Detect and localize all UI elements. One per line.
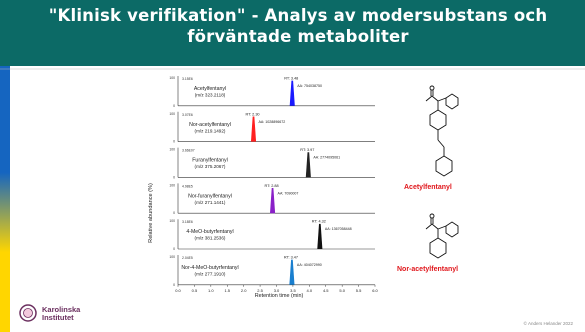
- chromatogram-peak: [270, 188, 276, 214]
- y-tick-0: 0: [173, 140, 175, 144]
- peak-area-label: AA: 754038750: [297, 84, 322, 88]
- acetylfentanyl-structure: [425, 85, 459, 177]
- y-tick-0: 0: [173, 247, 175, 251]
- panel-scale: 3.66E07: [182, 149, 195, 153]
- x-tick-label: 4.5: [323, 288, 329, 293]
- panel-scale: 3.18E6: [182, 220, 193, 224]
- y-tick-0: 0: [173, 283, 175, 287]
- phenethyl-ring: [435, 155, 453, 177]
- x-tick-label: 5.5: [356, 288, 362, 293]
- phenyl-ring: [445, 221, 459, 238]
- y-tick-100: 100: [169, 255, 175, 259]
- peak-rt-label: RT: 2.30: [245, 112, 259, 116]
- compound-mz: (m/z 323.2118): [195, 93, 226, 98]
- nor-acetylfentanyl-label: Nor-acetylfentanyl: [397, 266, 459, 273]
- compound-mz: (m/z 381.2536): [195, 236, 226, 241]
- peak-area-label: AA: 1367058448: [325, 227, 352, 231]
- compound-name: 4-MeO-butyrfentanyl: [186, 229, 233, 235]
- x-tick-label: 2.0: [241, 288, 247, 293]
- x-axis-label: Retention time (min): [255, 293, 304, 299]
- panel-scale: 3.07E6: [182, 113, 193, 117]
- y-tick-100: 100: [169, 219, 175, 223]
- peak-rt-label: RT: 3.47: [284, 256, 298, 260]
- x-tick-label: 2.5: [257, 288, 263, 293]
- phenyl-ring: [445, 93, 459, 110]
- compound-name: Nor-furanylfentanyl: [188, 193, 232, 199]
- logo-line-1: Karolinska: [42, 305, 81, 314]
- peak-rt-label: RT: 2.88: [265, 184, 279, 188]
- logo-line-2: Institutet: [42, 312, 74, 322]
- compound-mz: (m/z 219.1492): [195, 128, 226, 133]
- y-tick-0: 0: [173, 175, 175, 179]
- compound-name: Acetylfentanyl: [194, 86, 226, 92]
- x-tick-label: 4.0: [307, 288, 313, 293]
- chromatogram-peak: [250, 116, 257, 142]
- peak-rt-label: RT: 3.97: [300, 148, 314, 152]
- compound-name: Nor-acetylfentanyl: [189, 122, 231, 128]
- nor-acetylfentanyl-structure: [425, 213, 459, 259]
- logo-seal-icon: [19, 304, 37, 322]
- piperidine-ring: [429, 109, 447, 131]
- slide-title: "Klinisk verifikation" - Analys av moder…: [48, 6, 548, 46]
- chromatogram-peak: [289, 259, 295, 285]
- peak-rt-label: RT: 4.32: [312, 220, 326, 224]
- y-axis-label: Relative abundance (%): [148, 183, 154, 243]
- y-tick-100: 100: [169, 76, 175, 80]
- x-tick-label: 1.0: [208, 288, 214, 293]
- x-tick-label: 1.5: [224, 288, 230, 293]
- y-tick-100: 100: [169, 148, 175, 152]
- piperidine-ring: [429, 237, 447, 259]
- acetylfentanyl-label: Acetylfentanyl: [404, 184, 452, 191]
- oxygen-atom: [429, 85, 435, 91]
- left-accent-stripe: [0, 66, 10, 332]
- x-tick-label: 3.5: [290, 288, 296, 293]
- panel-scale: 3.15E6: [182, 77, 193, 81]
- x-tick-label: 3.0: [274, 288, 280, 293]
- copyright-footer: © Anders Helander 2022: [523, 321, 573, 326]
- y-tick-100: 100: [169, 112, 175, 116]
- peak-area-label: AA: 404072990: [297, 263, 322, 267]
- compound-name: Furanylfentanyl: [192, 158, 227, 164]
- peak-area-label: AA: 7090007: [278, 191, 299, 195]
- y-tick-0: 0: [173, 104, 175, 108]
- karolinska-logo: Karolinska Institutet: [18, 303, 98, 325]
- y-tick-100: 100: [169, 183, 175, 187]
- peak-area-label: AA: 1028896672: [259, 120, 286, 124]
- compound-mz: (m/z 375.2067): [195, 164, 226, 169]
- panel-scale: 4.98E5: [182, 184, 193, 188]
- peak-rt-label: RT: 3.48: [284, 77, 298, 81]
- compound-name: Nor-4-MeO-butyrfentanyl: [181, 265, 238, 271]
- x-axis: 0.0 0.5 1.0 1.5 2.0 2.5 3.0 3.5 4.0 4.5 5.0 5.5 6.0: [175, 284, 379, 293]
- x-tick-label: 0.0: [175, 288, 181, 293]
- chromatogram-peak: [305, 152, 311, 178]
- title-banner: "Klinisk verifikation" - Analys av moder…: [0, 0, 585, 66]
- x-tick-label: 0.5: [192, 288, 198, 293]
- oxygen-atom: [429, 213, 435, 219]
- x-tick-label: 6.0: [372, 288, 378, 293]
- compound-mz: (m/z 277.1910): [195, 272, 226, 277]
- chromatogram-peak: [317, 223, 323, 250]
- y-tick-0: 0: [173, 211, 175, 215]
- compound-mz: (m/z 271.1441): [195, 200, 226, 205]
- peak-area-label: AA: 2774095061: [313, 156, 340, 160]
- chromatogram-panel: 100 0 3.18E6 4-MeO-butyrfentanyl(m/z 381.25…: [169, 219, 375, 251]
- x-tick-label: 5.0: [339, 288, 345, 293]
- logo-text: Karolinska Institutet: [42, 306, 80, 321]
- panel-scale: 2.04E5: [182, 256, 193, 260]
- chromatogram-peak: [289, 80, 295, 106]
